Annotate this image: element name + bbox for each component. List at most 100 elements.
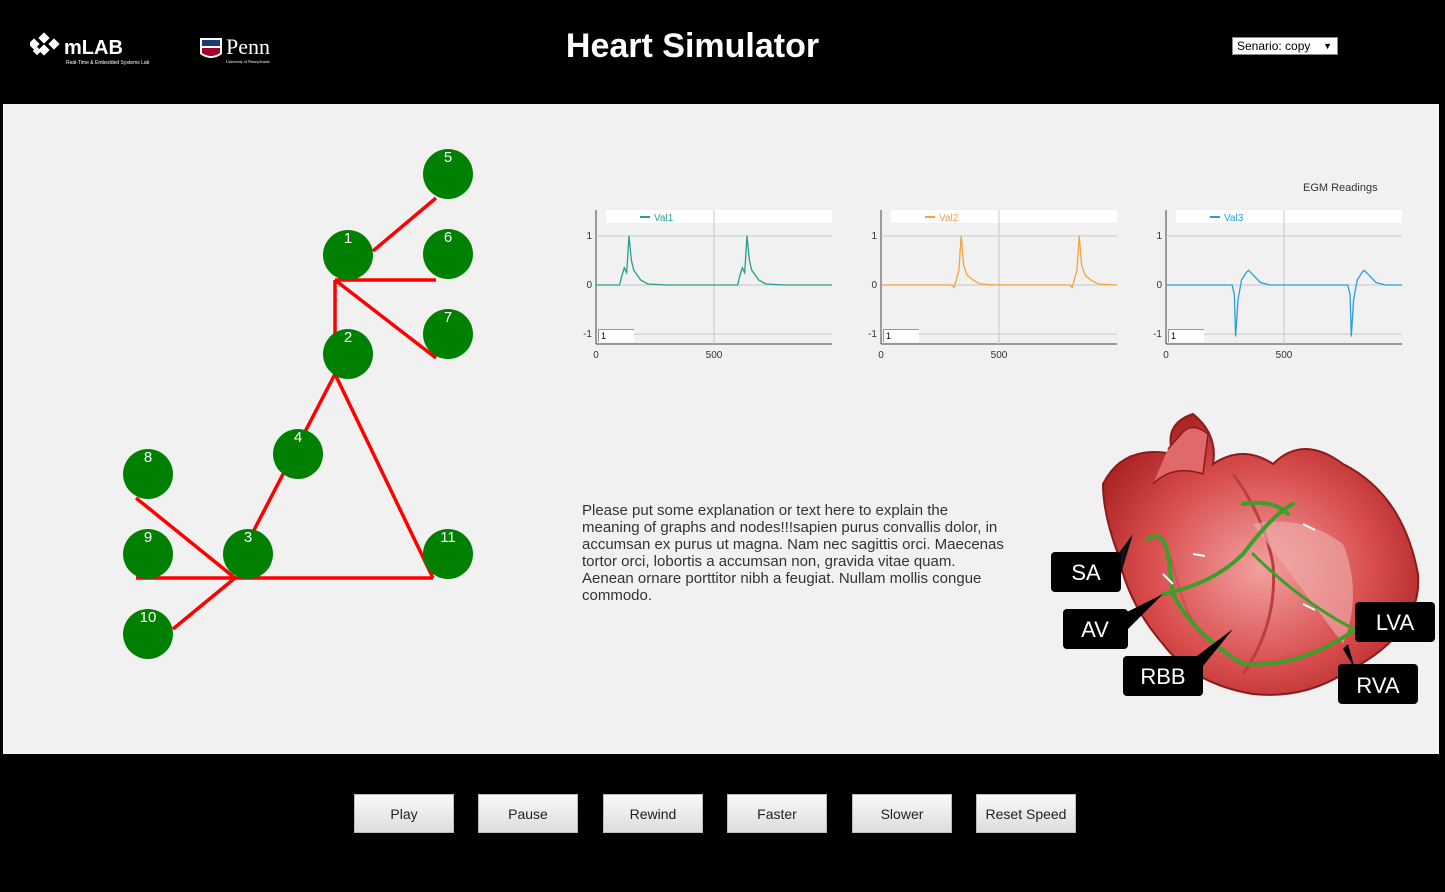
graph-node-circle[interactable] bbox=[423, 149, 473, 199]
y-tick-label: 1 bbox=[1156, 231, 1162, 242]
rewind-button[interactable]: Rewind bbox=[603, 794, 703, 833]
x-tick-label: 0 bbox=[593, 350, 599, 361]
graph-node-2[interactable]: 2 bbox=[323, 329, 373, 379]
mlab-logo: mLAB Real-Time & Embedded Systems Lab bbox=[30, 32, 150, 66]
svg-text:RBB: RBB bbox=[1140, 664, 1185, 689]
graph-node-10[interactable]: 10 bbox=[123, 609, 173, 659]
graph-edge bbox=[333, 373, 435, 579]
graph-node-circle[interactable] bbox=[273, 429, 323, 479]
heart-icon bbox=[1101, 412, 1420, 696]
graph-node-4[interactable]: 4 bbox=[273, 429, 323, 479]
graph-node-circle[interactable] bbox=[123, 529, 173, 579]
explanation-text: Please put some explanation or text here… bbox=[582, 502, 1004, 604]
graph-edge bbox=[171, 576, 237, 631]
heart-label-lva: LVA bbox=[1355, 602, 1435, 642]
svg-text:University of Pennsylvania: University of Pennsylvania bbox=[226, 59, 270, 64]
graph-node-circle[interactable] bbox=[323, 230, 373, 280]
graph-node-label: 2 bbox=[344, 329, 352, 346]
graph-node-circle[interactable] bbox=[423, 309, 473, 359]
graph-node-circle[interactable] bbox=[223, 529, 273, 579]
graph-edge bbox=[371, 196, 438, 253]
egm-scale-input[interactable] bbox=[883, 329, 919, 342]
graph-node-circle[interactable] bbox=[423, 529, 473, 579]
graph-edge bbox=[134, 496, 237, 580]
graph-edges bbox=[134, 196, 438, 631]
y-tick-label: -1 bbox=[583, 329, 592, 340]
slower-button[interactable]: Slower bbox=[852, 794, 952, 833]
heart-label-sa: SA bbox=[1051, 534, 1133, 592]
graph-node-5[interactable]: 5 bbox=[423, 149, 473, 199]
y-tick-label: 0 bbox=[1156, 280, 1162, 291]
graph-node-label: 3 bbox=[244, 529, 252, 546]
svg-text:RVA: RVA bbox=[1356, 673, 1400, 698]
legend-label: Val1 bbox=[654, 213, 674, 224]
graph-node-label: 5 bbox=[444, 149, 452, 166]
page-title: Heart Simulator bbox=[565, 27, 820, 65]
footer-controls: Play Pause Rewind Faster Slower Reset Sp… bbox=[0, 754, 1445, 892]
legend-label: Val3 bbox=[1224, 213, 1244, 224]
egm-title: EGM Readings bbox=[1303, 182, 1378, 194]
egm-scale-input[interactable] bbox=[1168, 329, 1204, 342]
heart-diagram: SA AV RBB LVA RVA bbox=[1051, 412, 1435, 704]
series-line bbox=[881, 235, 1118, 289]
svg-text:mLAB: mLAB bbox=[64, 37, 123, 59]
graph-node-7[interactable]: 7 bbox=[423, 309, 473, 359]
legend-box bbox=[1176, 210, 1402, 223]
x-tick-label: 0 bbox=[1163, 350, 1169, 361]
graph-node-label: 6 bbox=[444, 229, 452, 246]
egm-scale-input[interactable] bbox=[598, 329, 634, 342]
graph-nodes: 1 2 3 4 5 6 7 8 9 10 11 bbox=[123, 149, 473, 659]
graph-node-11[interactable]: 11 bbox=[423, 529, 473, 579]
heart-label-rva: RVA bbox=[1338, 644, 1418, 704]
svg-text:Real-Time & Embedded Systems L: Real-Time & Embedded Systems Lab bbox=[66, 60, 150, 66]
page-edge bbox=[1439, 104, 1445, 754]
play-button[interactable]: Play bbox=[354, 794, 454, 833]
graph-node-label: 7 bbox=[444, 309, 452, 326]
graph-node-circle[interactable] bbox=[323, 329, 373, 379]
y-tick-label: -1 bbox=[868, 329, 877, 340]
graph-node-label: 10 bbox=[140, 609, 157, 626]
graph-node-label: 4 bbox=[294, 429, 302, 446]
x-tick-label: 500 bbox=[991, 350, 1008, 361]
pause-button[interactable]: Pause bbox=[478, 794, 578, 833]
graph-node-3[interactable]: 3 bbox=[223, 529, 273, 579]
heart-label-av: AV bbox=[1063, 594, 1163, 649]
legend-label: Val2 bbox=[939, 213, 959, 224]
graph-node-circle[interactable] bbox=[423, 229, 473, 279]
svg-text:Penn: Penn bbox=[226, 34, 270, 59]
graph-node-9[interactable]: 9 bbox=[123, 529, 173, 579]
chevron-down-icon: ▼ bbox=[1323, 41, 1332, 51]
graph-node-label: 9 bbox=[144, 529, 152, 546]
graph-edge bbox=[333, 278, 438, 360]
svg-text:AV: AV bbox=[1081, 617, 1109, 642]
graph-node-8[interactable]: 8 bbox=[123, 449, 173, 499]
graph-node-circle[interactable] bbox=[123, 609, 173, 659]
scenario-select-label: Senario: copy bbox=[1237, 39, 1311, 53]
faster-button[interactable]: Faster bbox=[727, 794, 827, 833]
graph-node-1[interactable]: 1 bbox=[323, 230, 373, 280]
y-tick-label: 0 bbox=[586, 280, 592, 291]
graph-node-label: 11 bbox=[440, 529, 456, 546]
reset-speed-button[interactable]: Reset Speed bbox=[976, 794, 1076, 833]
graph-node-circle[interactable] bbox=[123, 449, 173, 499]
svg-text:SA: SA bbox=[1071, 560, 1101, 585]
x-tick-label: 0 bbox=[878, 350, 884, 361]
y-tick-label: 1 bbox=[871, 231, 877, 242]
series-line bbox=[1166, 269, 1402, 337]
header: mLAB Real-Time & Embedded Systems Lab Pe… bbox=[0, 0, 1445, 104]
node-graph: 1 2 3 4 5 6 7 8 9 10 11 bbox=[123, 149, 473, 659]
y-tick-label: -1 bbox=[1153, 329, 1162, 340]
graph-node-label: 1 bbox=[344, 230, 352, 247]
scenario-select[interactable]: Senario: copy ▼ bbox=[1232, 37, 1338, 55]
x-tick-label: 500 bbox=[1276, 350, 1293, 361]
x-tick-label: 500 bbox=[706, 350, 723, 361]
heart-label-rbb: RBB bbox=[1123, 629, 1233, 696]
graph-node-6[interactable]: 6 bbox=[423, 229, 473, 279]
y-tick-label: 0 bbox=[871, 280, 877, 291]
